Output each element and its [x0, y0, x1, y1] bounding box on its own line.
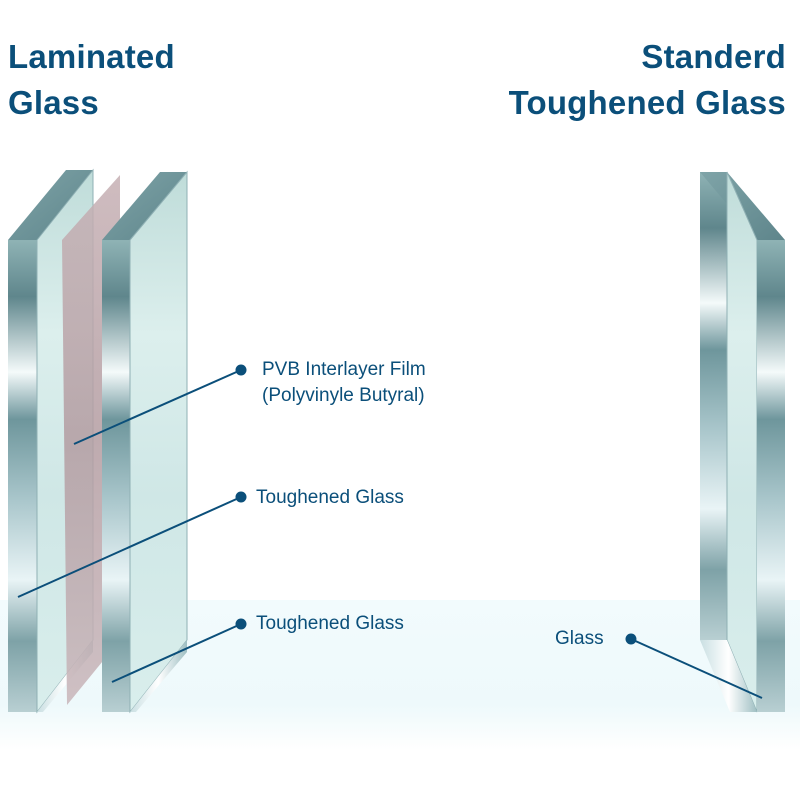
laminated-glass-heading: Laminated Glass [8, 38, 175, 121]
toughened-2-leader-dot [235, 618, 247, 630]
toughened-1-leader-line [17, 496, 242, 598]
laminated-front-pane [102, 170, 188, 714]
toughened-1-leader-dot [235, 491, 247, 503]
toughened-glass-label-2: Toughened Glass [256, 613, 404, 634]
glass-label: Glass [555, 628, 604, 649]
toughened-2-leader-line [111, 623, 242, 683]
glass-leader-line [630, 638, 763, 699]
pvb-interlayer-label: PVB Interlayer Film (Polyvinyle Butyral) [262, 359, 426, 406]
pvb-leader-line [73, 369, 242, 445]
standard-glass-pane [700, 171, 785, 713]
standard-toughened-glass-heading: Standerd Toughened Glass [508, 38, 786, 121]
toughened-glass-label-1: Toughened Glass [256, 487, 404, 508]
glass-leader-dot [625, 633, 637, 645]
callout-lines [17, 364, 763, 699]
pvb-leader-dot [235, 364, 247, 376]
